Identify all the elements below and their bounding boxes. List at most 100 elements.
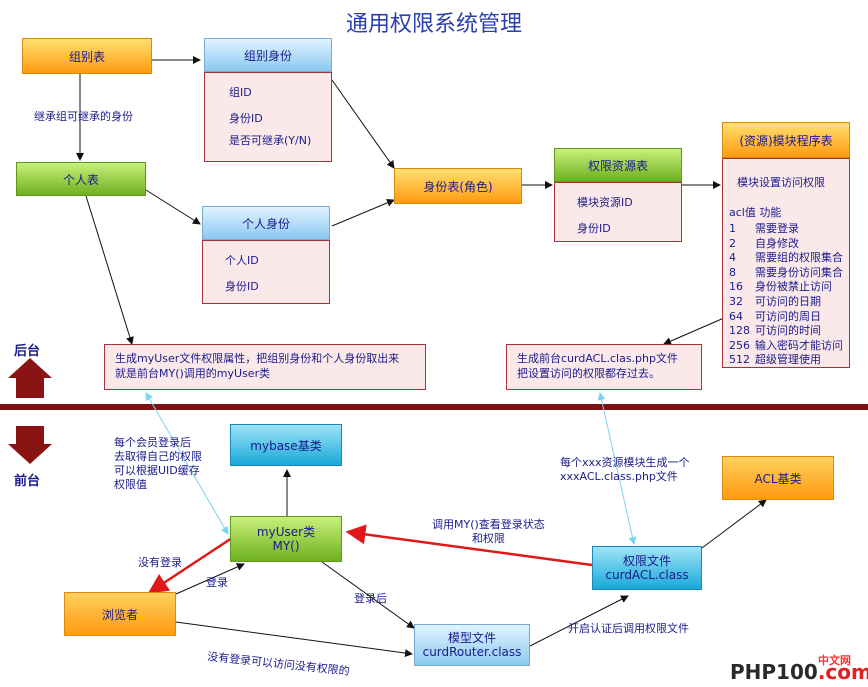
- acl-function: 可访问的日期: [755, 295, 821, 308]
- arrow-personal-identity-to-identity: [331, 199, 395, 227]
- acl-value: 256: [729, 338, 750, 352]
- acl-value: 32: [729, 295, 743, 308]
- acl-value: 1: [729, 222, 736, 235]
- acl-row: 2 自身修改: [729, 238, 799, 249]
- login-label: 登录: [206, 576, 228, 589]
- note-myuser-line: 生成myUser文件权限属性，把组别身份和个人身份取出来: [115, 352, 400, 365]
- down-arrow-shape: [8, 426, 52, 464]
- perm-file-title: 权限文件: [622, 554, 671, 568]
- acl-function: 输入密码才能访问: [755, 338, 843, 352]
- arrow-browser-to-model: [175, 621, 413, 658]
- page-title: 通用权限系统管理: [345, 12, 522, 37]
- acl-value: 16: [729, 280, 743, 294]
- acl-column-header: acl值 功能: [729, 206, 782, 219]
- brand-logo: PHP100.com: [730, 660, 868, 684]
- group-identity-field: 身份ID: [229, 112, 263, 125]
- acl-function: 可访问的时间: [755, 324, 821, 338]
- call-my-line: 调用MY()查看登录状态: [432, 518, 545, 531]
- arrow-model-to-perm: [529, 595, 629, 647]
- resource-table-panel: 模块资源ID 身份ID: [554, 182, 682, 242]
- brand-cn: 中文网: [818, 654, 851, 667]
- login-cache-line: 权限值: [114, 478, 147, 491]
- personal-table-box: 个人表: [16, 162, 146, 196]
- frontend-label: 前台: [14, 474, 41, 489]
- acl-row: 64 可访问的周日: [729, 311, 821, 322]
- myuser-sub: MY(): [272, 539, 300, 553]
- not-logged-in-label: 没有登录: [138, 556, 182, 569]
- arrow-module-to-note: [663, 317, 725, 345]
- identity-table-box: 身份表(角色): [394, 168, 522, 204]
- model-file-sub: curdRouter.class: [422, 645, 522, 659]
- perm-file-sub: curdACL.class: [605, 568, 689, 582]
- arrow-personal-to-personal-identity: [145, 189, 201, 225]
- acl-value: 8: [729, 265, 736, 279]
- call-my-note: 调用MY()查看登录状态 和权限: [432, 518, 545, 546]
- note-curd-line: 生成前台curdACL.clas.php文件: [517, 352, 678, 365]
- login-cache-line: 每个会员登录后: [114, 436, 191, 449]
- login-cache-note: 每个会员登录后 去取得自己的权限 可以根据UID缓存 权限值: [114, 436, 202, 492]
- note-myuser: 生成myUser文件权限属性，把组别身份和个人身份取出来 就是前台MY()调用的…: [104, 344, 426, 390]
- group-identity-header: 组别身份: [204, 38, 332, 72]
- group-identity-field: 组ID: [229, 86, 252, 99]
- brand-main: PHP100: [730, 660, 818, 684]
- browser-box: 浏览者: [64, 592, 176, 636]
- cyan-link-note-perm: [597, 392, 637, 545]
- personal-identity-header: 个人身份: [202, 206, 330, 240]
- acl-function: 自身修改: [755, 236, 799, 250]
- acl-row: 4 需要组的权限集合: [729, 252, 843, 263]
- model-file-box: 模型文件 curdRouter.class: [414, 624, 530, 666]
- personal-identity-field: 身份ID: [225, 280, 259, 293]
- acl-value: 512: [729, 353, 750, 367]
- acl-row: 1 需要登录: [729, 223, 799, 234]
- arrow-perm-to-myuser-red: [345, 524, 593, 567]
- personal-identity-field: 个人ID: [225, 254, 259, 267]
- arrow-group-identity-to-identity: [331, 79, 395, 169]
- xxx-note-line: 每个xxx资源模块生成一个: [560, 456, 690, 469]
- resource-table-field: 身份ID: [577, 222, 611, 235]
- acl-function: 需要登录: [755, 222, 799, 235]
- xxx-note-line: xxxACL.class.php文件: [560, 470, 678, 483]
- cyan-link-note-myuser: [145, 392, 229, 535]
- backend-label: 后台: [14, 344, 41, 359]
- acl-base-box: ACL基类: [722, 456, 834, 500]
- module-program-subtitle: 模块设置访问权限: [737, 176, 825, 189]
- acl-row: 512 超级管理使用: [729, 354, 821, 365]
- acl-value: 2: [729, 236, 736, 250]
- acl-value: 4: [729, 251, 736, 265]
- mybase-box: mybase基类: [230, 424, 342, 466]
- arrow-personal-to-note: [85, 195, 134, 345]
- resource-table-header: 权限资源表: [554, 148, 682, 182]
- brand-tld: .com: [817, 660, 868, 684]
- login-cache-line: 可以根据UID缓存: [114, 464, 200, 477]
- acl-function: 需要组的权限集合: [755, 251, 843, 265]
- acl-value: 64: [729, 309, 743, 323]
- after-login-label: 登录后: [354, 592, 387, 605]
- note-curd-line: 把设置访问的权限都存过去。: [517, 367, 660, 380]
- acl-function: 需要身份访问集合: [755, 265, 843, 279]
- xxx-note: 每个xxx资源模块生成一个 xxxACL.class.php文件: [560, 456, 690, 484]
- inherit-label: 继承组可继承的身份: [34, 110, 133, 123]
- arrow-myuser-to-model: [321, 561, 415, 629]
- acl-function: 可访问的周日: [755, 309, 821, 323]
- acl-function: 超级管理使用: [755, 353, 821, 367]
- myuser-title: myUser类: [256, 525, 316, 539]
- module-program-header: (资源)模块程序表: [722, 122, 850, 158]
- arrow-perm-to-acl: [701, 499, 767, 549]
- acl-row: 32 可访问的日期: [729, 296, 821, 307]
- note-curd: 生成前台curdACL.clas.php文件 把设置访问的权限都存过去。: [506, 344, 702, 390]
- groups-table-box: 组别表: [22, 38, 152, 74]
- up-arrow-shape: [8, 358, 52, 398]
- acl-function: 身份被禁止访问: [755, 280, 832, 294]
- acl-row: 256 输入密码才能访问: [729, 340, 843, 351]
- backend-frontend-divider: [0, 404, 868, 410]
- resource-table-field: 模块资源ID: [577, 196, 633, 209]
- group-identity-panel: 组ID 身份ID 是否可继承(Y/N): [204, 72, 332, 162]
- login-cache-line: 去取得自己的权限: [114, 450, 202, 463]
- arrow-myuser-to-browser-red: [147, 536, 233, 594]
- perm-file-box: 权限文件 curdACL.class: [592, 546, 702, 590]
- arrow-browser-to-myuser: [175, 563, 245, 595]
- open-auth-label: 开启认证后调用权限文件: [568, 622, 689, 635]
- acl-row: 8 需要身份访问集合: [729, 267, 843, 278]
- group-identity-field: 是否可继承(Y/N): [229, 134, 312, 147]
